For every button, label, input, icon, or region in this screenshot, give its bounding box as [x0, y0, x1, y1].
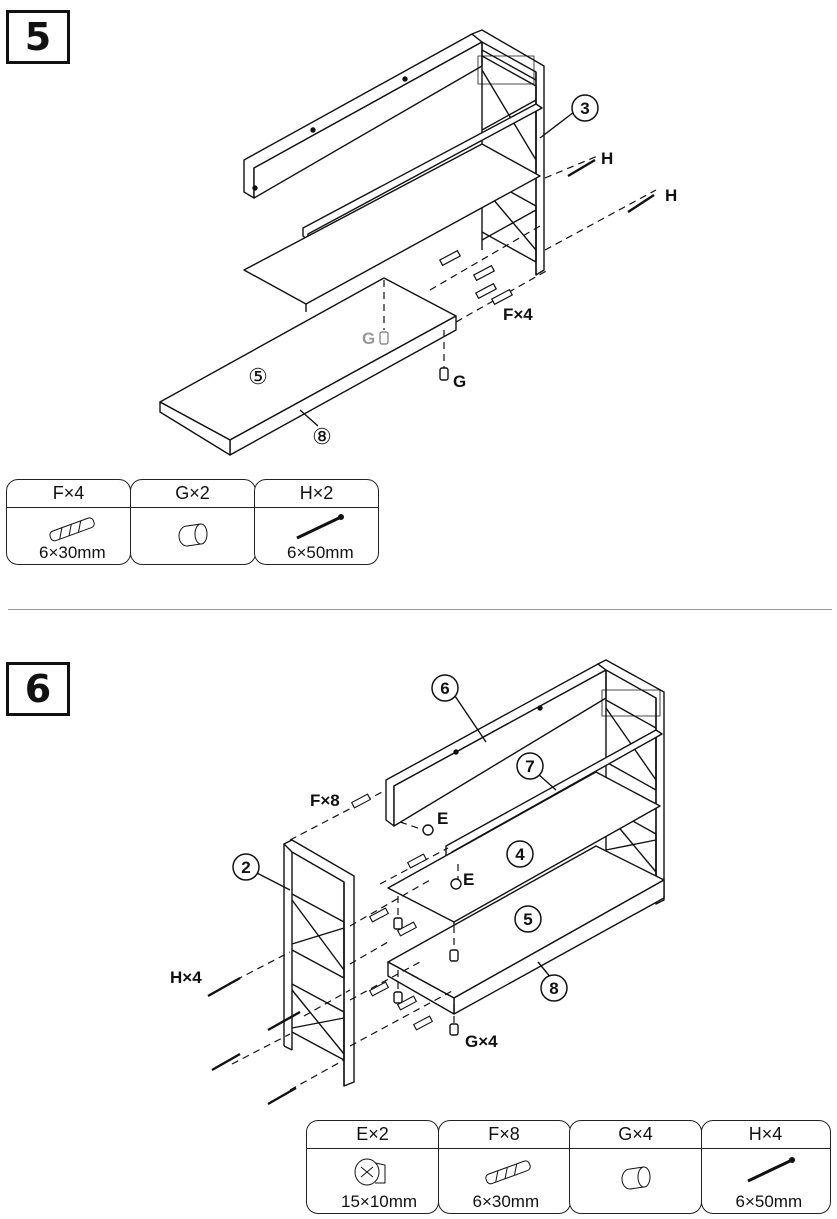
callout-part-3: [571, 94, 599, 122]
callout-part-4: [506, 840, 534, 868]
callout-part-5: [514, 905, 542, 933]
callout-part-7: [516, 752, 544, 780]
bolt-icon: [746, 1157, 795, 1183]
label-g-faded: G: [362, 329, 375, 348]
part-8-label: ⑧: [312, 425, 332, 450]
cam-lock-icon: [178, 523, 207, 547]
hardware-f: F×4 6×30mm: [6, 479, 131, 565]
label-h4: H×4: [170, 968, 202, 987]
part-2-label: 2: [241, 858, 250, 877]
hardware-h-label: H×2: [255, 480, 378, 508]
callout-part-8: [540, 974, 568, 1002]
hardware-g-label: G×2: [130, 480, 255, 508]
cam-lock-icon: [621, 1166, 651, 1190]
step-6-hardware-table: E×2 15×10mm F×8 6×30mm G×4 H×4 6×50mm: [306, 1120, 831, 1214]
middle-shelf: [243, 143, 541, 305]
left-side-frame: [283, 839, 355, 1087]
hardware-g: G×2: [129, 479, 256, 565]
callout-part-2: [232, 853, 260, 881]
label-f8: F×8: [310, 791, 340, 810]
part-5-label: 5: [523, 910, 532, 929]
part-7-label: 7: [525, 757, 534, 776]
hardware-f-size: 6×30mm: [39, 543, 106, 562]
hardware-h6-label: H×4: [701, 1121, 830, 1149]
hardware-f-label: F×4: [7, 480, 130, 508]
label-h-top: H: [601, 149, 613, 168]
top-rail-7: [445, 729, 663, 861]
hardware-g6: G×4: [569, 1120, 702, 1214]
label-g4: G×4: [465, 1032, 498, 1051]
part-8-label: 8: [549, 979, 558, 998]
step-5-diagram: 3 ⑤ ⑧ H H F×4 G G: [159, 29, 677, 456]
wood-dowel-icon: [484, 1160, 531, 1185]
label-e-mid: E: [463, 870, 474, 889]
hardware-f6: F×8 6×30mm: [437, 1120, 571, 1214]
hardware-f6-label: F×8: [438, 1121, 570, 1149]
callout-part-6: [431, 674, 459, 702]
label-f: F×4: [503, 305, 533, 324]
section-divider: [8, 609, 832, 610]
top-rail: [302, 103, 543, 241]
shelf-5: [387, 845, 665, 1015]
bolt-icon: [296, 514, 344, 540]
right-side-frame: [597, 659, 665, 905]
hardware-e: E×2 15×10mm: [306, 1120, 439, 1214]
step-5-hardware-table: F×4 6×30mm G×2 H×2 6×50mm: [6, 479, 379, 565]
step-5-number: 5: [6, 10, 70, 64]
back-panel-6: [385, 663, 607, 827]
hardware-h6-size: 6×50mm: [735, 1192, 803, 1211]
hardware-e-label: E×2: [307, 1121, 438, 1149]
hardware-g6-label: G×4: [570, 1121, 701, 1149]
label-e-top: E: [437, 809, 448, 828]
part-3-label: 3: [580, 99, 589, 118]
hardware-h-size: 6×50mm: [287, 543, 354, 562]
bottom-shelf: [159, 277, 457, 456]
part-5-label: ⑤: [248, 365, 268, 390]
label-h-right: H: [665, 186, 677, 205]
label-g: G: [453, 372, 466, 391]
hardware-f6-size: 6×30mm: [472, 1192, 540, 1211]
wood-dowel-icon: [49, 517, 95, 542]
hardware-h: H×2 6×50mm: [254, 479, 379, 565]
cam-lock-disc-icon: [354, 1158, 386, 1186]
part-4-label: 4: [515, 845, 525, 864]
hardware-h6: H×4 6×50mm: [700, 1120, 831, 1214]
shelf-4: [387, 771, 661, 923]
hardware-e-size: 15×10mm: [341, 1192, 418, 1211]
step-6-number: 6: [6, 662, 70, 716]
part-6-label: 6: [440, 679, 449, 698]
